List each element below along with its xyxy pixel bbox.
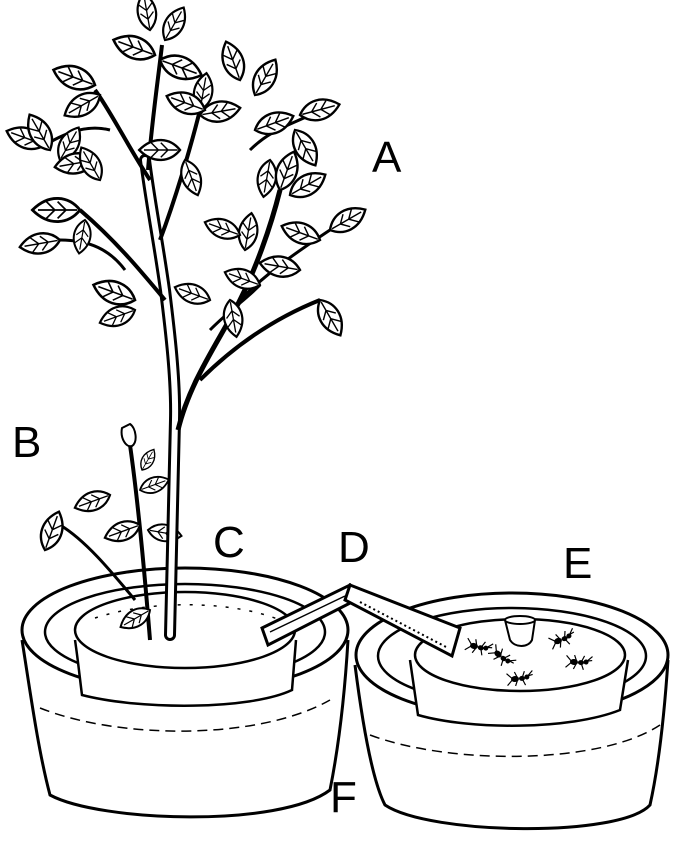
right-pot [353,591,670,831]
main-plant [2,0,372,641]
label-a: A [372,133,402,182]
label-b: B [12,418,41,467]
left-pot [20,566,350,819]
label-c: C [213,518,245,567]
label-d: D [338,523,370,572]
connecting-tube [260,582,462,659]
seedling [34,422,184,641]
label-f: F [330,773,357,822]
label-e: E [563,539,592,588]
